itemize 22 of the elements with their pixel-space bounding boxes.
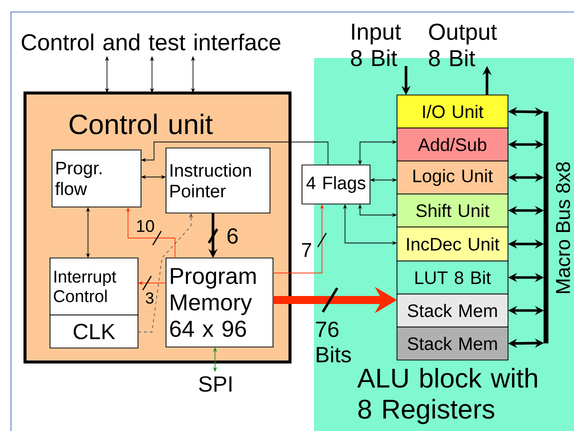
unit-box: IncDec Unit — [396, 226, 508, 262]
unit-box: LUT 8 Bit — [396, 260, 508, 294]
edge-label: 6 — [225, 227, 241, 245]
process-box: Interrupt Control — [50, 258, 138, 316]
unit-box: Logic Unit — [396, 160, 508, 194]
edge-label: 3 — [144, 291, 156, 305]
process-box: CLK — [50, 314, 138, 348]
memory-box: Program Memory 64 x 96 — [166, 258, 274, 348]
interface-label: Control and test interface — [22, 34, 280, 50]
process-box: Instruction Pointer — [166, 148, 270, 214]
flags-box: 4 Flags — [302, 164, 370, 204]
node-label: Macro Bus 8x8 — [556, 162, 570, 294]
process-box: Progr. flow — [52, 150, 142, 208]
bus-bar: Macro Bus 8x8 — [544, 112, 570, 344]
unit-box: Stack Mem — [396, 294, 508, 328]
unit-box: I/O Unit — [396, 94, 508, 128]
edge-label: 76 Bits — [314, 320, 356, 364]
unit-box: Add/Sub — [396, 128, 508, 162]
spi-label: SPI — [199, 376, 232, 392]
edge-label: 7 — [300, 242, 314, 258]
unit-box: Stack Mem — [396, 326, 508, 360]
unit-box: Shift Unit — [396, 194, 508, 228]
